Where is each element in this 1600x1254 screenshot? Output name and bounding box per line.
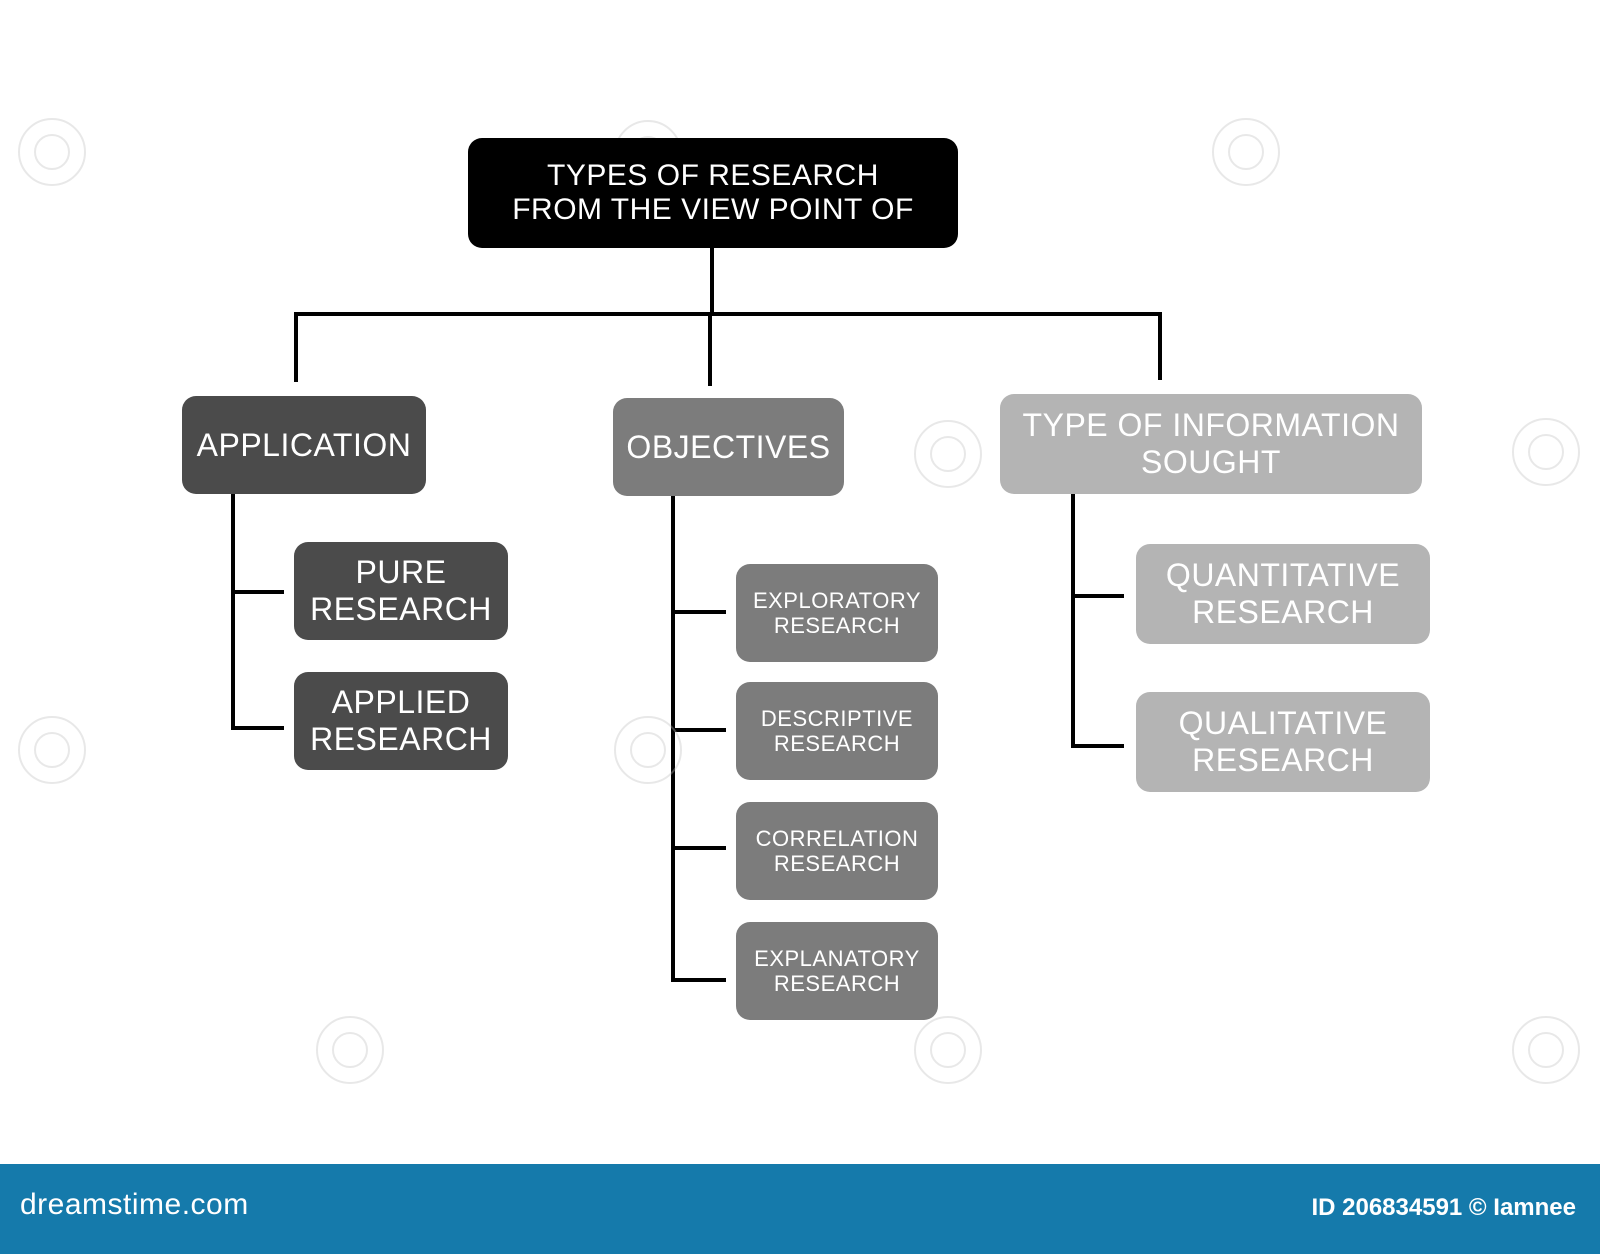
footer-image-id: ID 206834591 © Iamnee	[1311, 1194, 1576, 1221]
category-objectives: OBJECTIVES	[613, 398, 844, 496]
leaf-exploratory-research: EXPLORATORY RESEARCH	[736, 564, 938, 662]
footer-bar: dreamstime.com ID 206834591 © Iamnee	[0, 1164, 1600, 1254]
leaf-explanatory-research: EXPLANATORY RESEARCH	[736, 922, 938, 1020]
root-node: TYPES OF RESEARCH FROM THE VIEW POINT OF	[468, 138, 958, 248]
footer-logo: dreamstime.com	[20, 1188, 249, 1221]
leaf-pure-research: PURE RESEARCH	[294, 542, 508, 640]
watermark-icon	[18, 716, 86, 784]
leaf-correlation-research: CORRELATION RESEARCH	[736, 802, 938, 900]
leaf-qualitative-research: QUALITATIVE RESEARCH	[1136, 692, 1430, 792]
watermark-icon	[914, 1016, 982, 1084]
category-application: APPLICATION	[182, 396, 426, 494]
leaf-quantitative-research: QUANTITATIVE RESEARCH	[1136, 544, 1430, 644]
watermark-icon	[18, 118, 86, 186]
leaf-descriptive-research: DESCRIPTIVE RESEARCH	[736, 682, 938, 780]
watermark-icon	[316, 1016, 384, 1084]
watermark-icon	[1512, 418, 1580, 486]
category-type-of-information-sought: TYPE OF INFORMATION SOUGHT	[1000, 394, 1422, 494]
watermark-icon	[614, 716, 682, 784]
watermark-icon	[914, 420, 982, 488]
watermark-icon	[1512, 1016, 1580, 1084]
watermark-icon	[1212, 118, 1280, 186]
research-types-diagram: TYPES OF RESEARCH FROM THE VIEW POINT OF…	[18, 118, 1580, 1084]
leaf-applied-research: APPLIED RESEARCH	[294, 672, 508, 770]
